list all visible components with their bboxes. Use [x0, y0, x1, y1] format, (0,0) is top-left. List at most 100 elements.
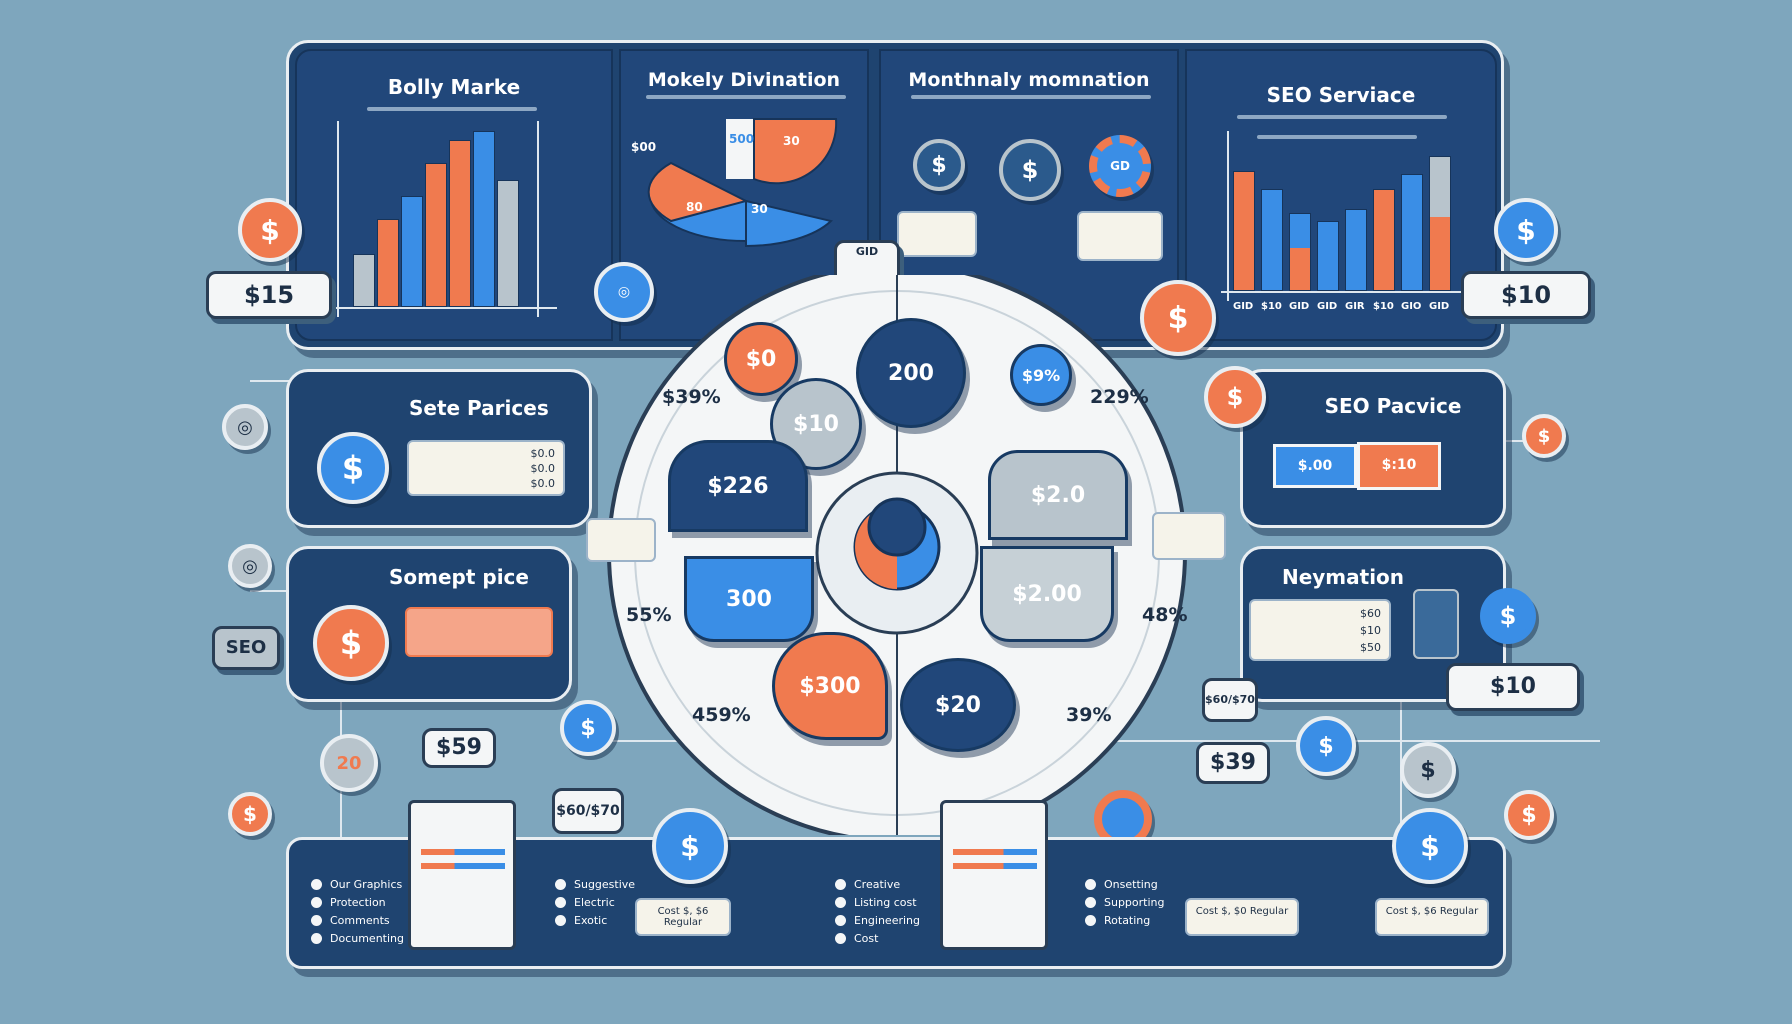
pie-slice-orange-left	[647, 161, 749, 223]
list-item: Comments	[311, 914, 390, 927]
x-label: $10	[1373, 301, 1394, 312]
wheel-card-navy-bottom: $20	[900, 658, 1016, 752]
price-list	[405, 607, 553, 657]
percent-label: $39%	[662, 386, 721, 408]
pie-slice-white	[726, 119, 754, 179]
percent-label: 229%	[1090, 386, 1149, 408]
list-item: Protection	[311, 896, 386, 909]
info-sign	[586, 518, 656, 562]
dollar-pin-icon: $	[1296, 716, 1356, 776]
bar	[1401, 174, 1423, 291]
pricing-wheel	[607, 275, 1187, 835]
info-card	[897, 211, 977, 257]
price-row: $60	[1360, 607, 1381, 620]
bar	[449, 139, 471, 307]
bar	[473, 131, 495, 307]
list-item: Suggestive	[555, 878, 635, 891]
hanging-price-card	[408, 800, 516, 950]
list-item: Cost	[835, 932, 878, 945]
price-bubble: $59	[422, 728, 496, 768]
list-item: Supporting	[1085, 896, 1165, 909]
pie-slice-orange-top	[753, 118, 838, 185]
list-item: Rotating	[1085, 914, 1150, 927]
wheel-card-navy-top: 200	[856, 318, 966, 428]
location-pin-icon: ◎	[228, 544, 272, 588]
gear-icon: GD	[1089, 135, 1151, 197]
bolly-market-panel: Bolly Marke	[295, 49, 613, 341]
monthly-title: Monthnaly momnation	[908, 69, 1150, 91]
seo-bar-chart	[1233, 141, 1463, 291]
price-list: $60 $10 $50	[1249, 599, 1391, 661]
info-sign	[1152, 512, 1226, 560]
percent-label: 39%	[1066, 704, 1112, 726]
sete-parices-panel: Sete Parices $ $0.0 $0.0 $0.0	[286, 369, 592, 528]
somept-pice-title: Somept pice	[389, 565, 529, 589]
list-item: Exotic	[555, 914, 607, 927]
price-tag-left: $15	[206, 271, 332, 319]
bar	[401, 196, 423, 307]
x-label: GID	[1233, 301, 1254, 312]
pin-20: 20	[320, 734, 378, 792]
y-axis	[337, 121, 339, 317]
wheel-card-gray-right-bottom: $2.00	[980, 546, 1114, 642]
bar	[1429, 156, 1451, 291]
hub-icon	[867, 497, 927, 557]
price-row: $0.0	[530, 477, 556, 490]
cost-box: Cost $, $0 Regular	[1185, 898, 1299, 936]
price-option-blue[interactable]: $.00	[1273, 444, 1357, 488]
dollar-coin-icon: $	[1392, 808, 1468, 884]
x-label: GID	[1289, 301, 1310, 312]
dollar-coin-icon: $	[1140, 280, 1216, 356]
bar	[1261, 189, 1283, 291]
bar	[1373, 189, 1395, 291]
list-item: Onsetting	[1085, 878, 1158, 891]
percent-label: 48%	[1142, 604, 1188, 626]
wheel-card-orange-top: $0	[724, 322, 798, 396]
x-axis	[1221, 291, 1461, 293]
seo-pacvice-title: SEO Pacvice	[1324, 394, 1462, 418]
neymation-title: Neymation	[1281, 565, 1405, 589]
sete-parices-title: Sete Parices	[409, 396, 549, 420]
price-row: $0.0	[530, 462, 556, 475]
x-label: $10	[1261, 301, 1282, 312]
connector	[250, 380, 290, 382]
percent-label: 55%	[626, 604, 672, 626]
pie-slice-blue-right	[745, 199, 834, 248]
pie-label: 80	[686, 200, 703, 214]
pie-label: $00	[631, 140, 656, 154]
list-item: Documenting	[311, 932, 404, 945]
bolly-bar-chart	[353, 131, 533, 307]
hanging-price-card	[940, 800, 1048, 950]
seo-service-title: SEO Serviace	[1266, 83, 1416, 107]
gear-dollar-icon: $	[1480, 588, 1536, 644]
bar	[377, 219, 399, 307]
x-label: GIR	[1345, 301, 1365, 312]
price-row: $50	[1360, 641, 1381, 654]
pie-label: 30	[751, 202, 768, 216]
bar	[353, 254, 375, 307]
cost-box: Cost $, $6 Regular	[635, 898, 731, 936]
divination-title: Mokely Divination	[647, 69, 841, 91]
bar	[1345, 208, 1367, 291]
somept-pice-panel: Somept pice $	[286, 546, 572, 702]
price-option-orange[interactable]: $:10	[1357, 442, 1441, 490]
divination-panel: Mokely Divination $00 500 30 80 30	[619, 49, 869, 341]
dollar-coin-icon: $	[913, 139, 965, 191]
location-pin-icon: $	[1522, 414, 1566, 458]
wheel-card-blue-pin: $9%	[1010, 344, 1072, 406]
dollar-coin-icon: $	[1400, 742, 1456, 798]
price-bubble: $39	[1196, 742, 1270, 784]
cost-box: Cost $, $6 Regular	[1375, 898, 1489, 936]
bar	[425, 162, 447, 307]
seo-tag: SEO	[212, 626, 280, 670]
dollar-coin-icon: $	[652, 808, 728, 884]
pie-label: 500	[729, 132, 754, 146]
price-row: $0.0	[530, 447, 556, 460]
list-item: Engineering	[835, 914, 920, 927]
location-pin-icon: $	[228, 792, 272, 836]
seo-pacvice-panel: SEO Pacvice $.00 $:10	[1240, 369, 1506, 528]
location-pin-icon: ◎	[222, 404, 268, 450]
pie-chart: $00 500 30 80 30	[631, 118, 838, 248]
bar	[1289, 213, 1311, 291]
